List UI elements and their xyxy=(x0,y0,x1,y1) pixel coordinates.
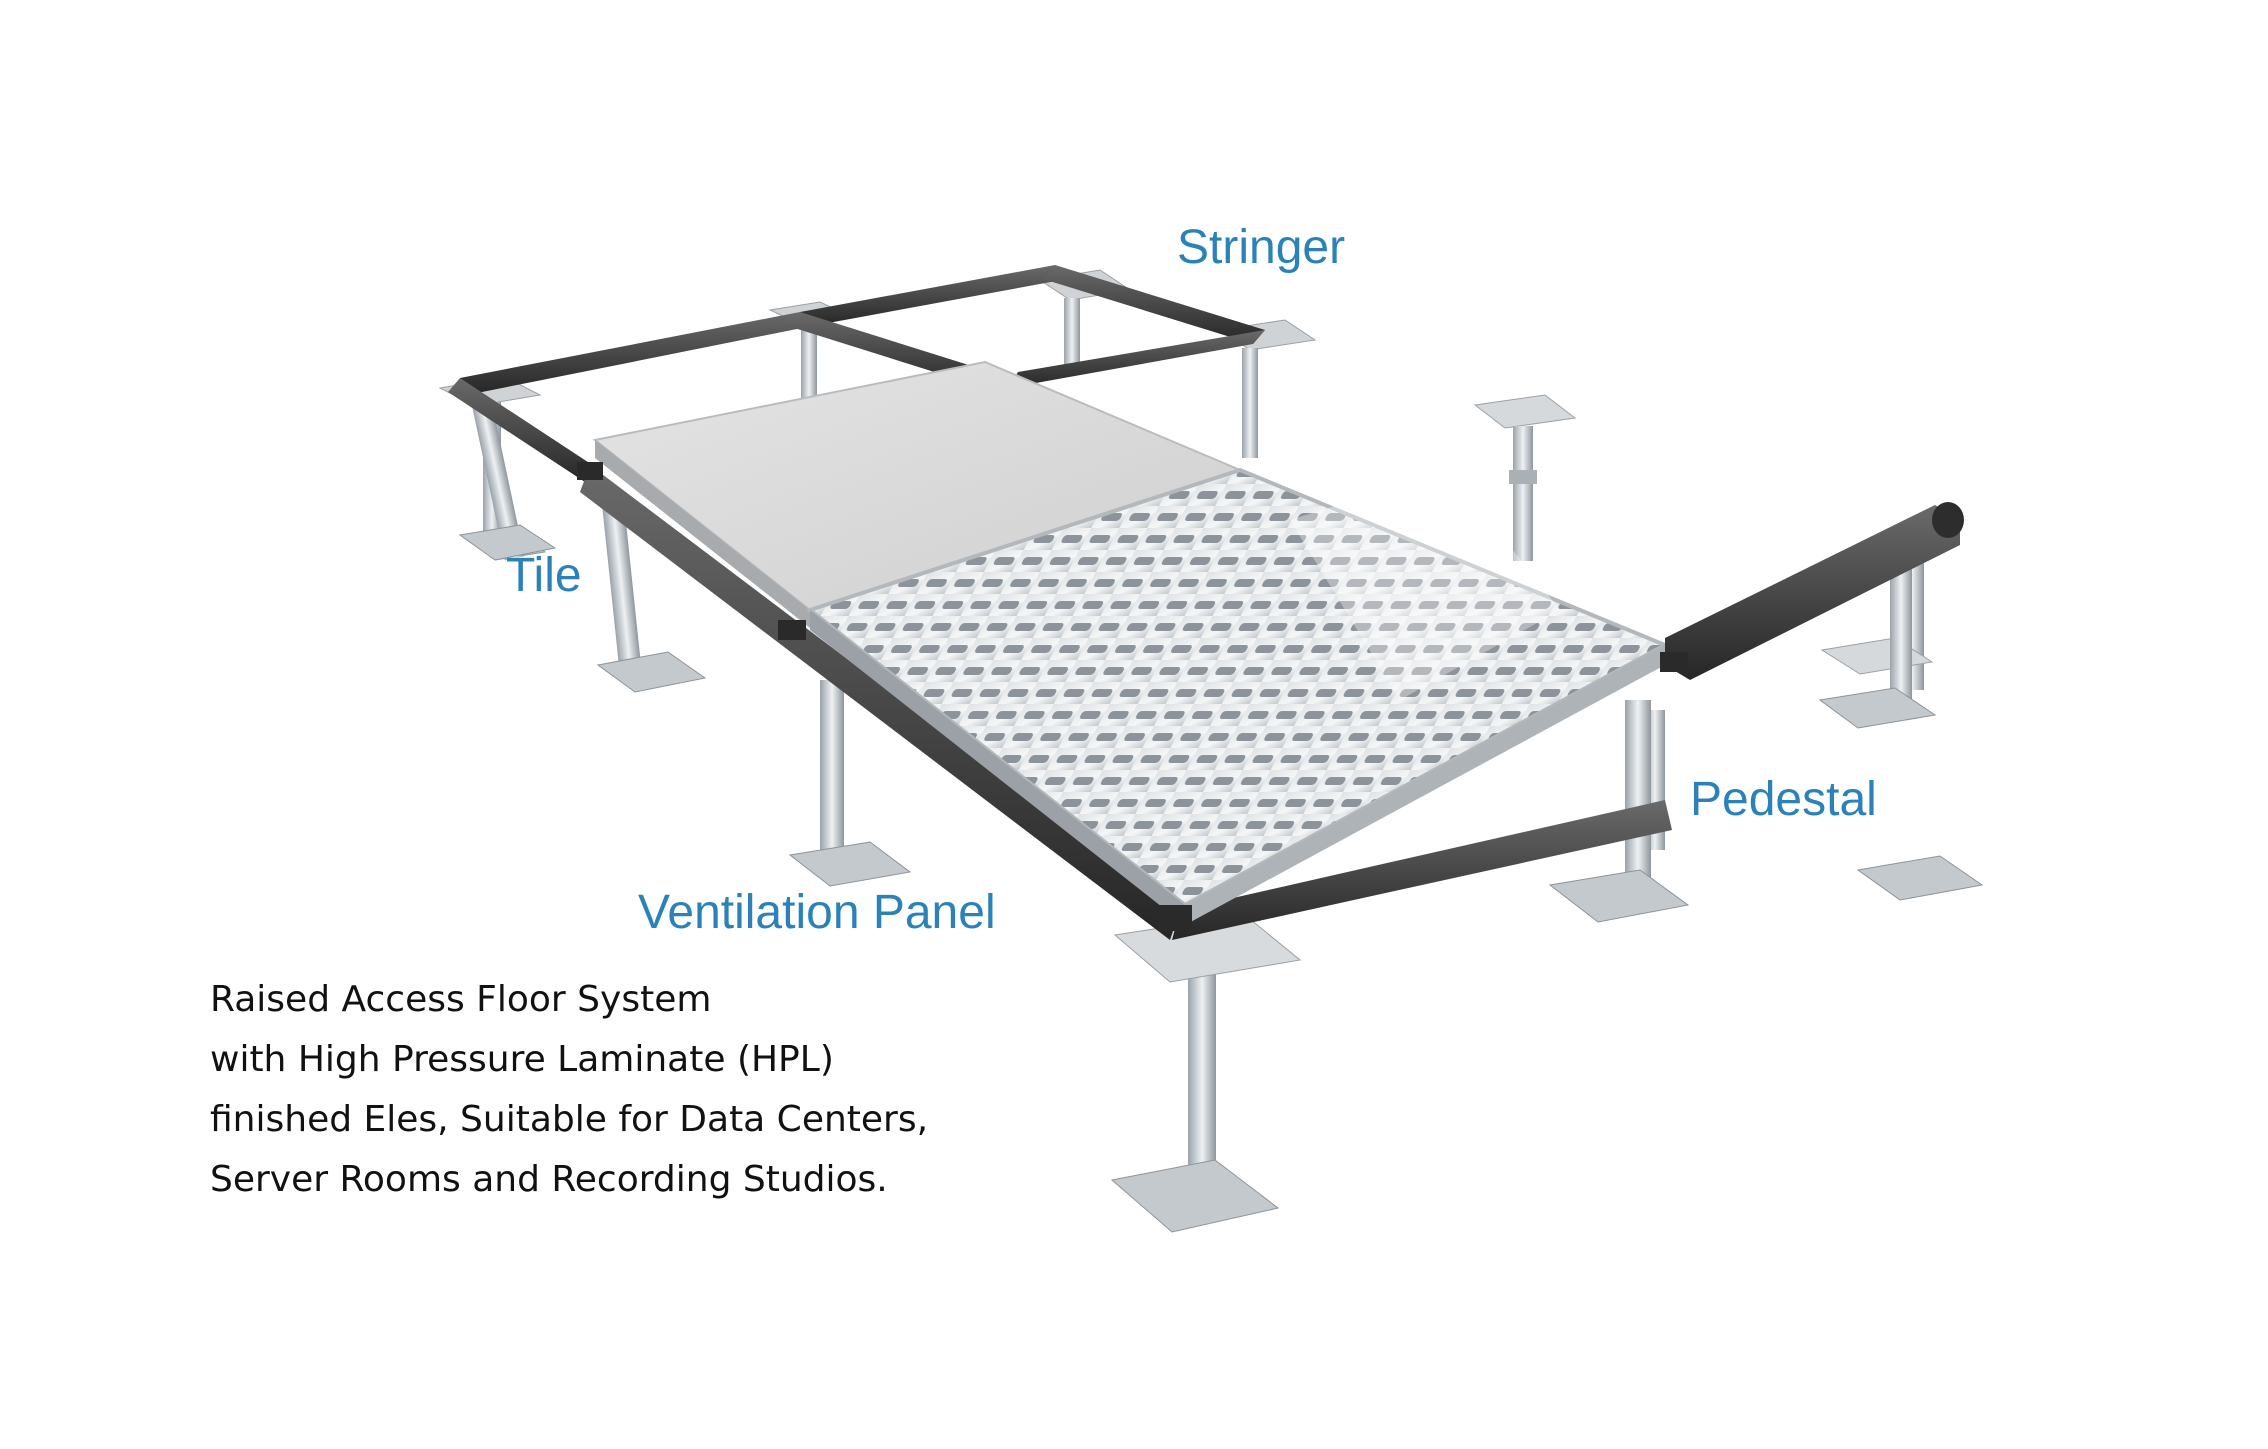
callout-pedestal: Pedestal xyxy=(1690,773,1877,826)
pedestal-group-left xyxy=(458,399,912,887)
description-line-1: Raised Access Floor System xyxy=(210,979,712,1020)
description-text: Raised Access Floor System with High Pre… xyxy=(210,970,928,1210)
description-line-4: Server Rooms and Recording Studios. xyxy=(210,1159,888,1200)
ventilation-panel xyxy=(805,467,1670,925)
description-line-3: finished Eles, Suitable for Data Centers… xyxy=(210,1099,929,1140)
stringer-right xyxy=(1665,502,1964,680)
front-stringer xyxy=(580,465,1672,940)
callout-stringer: Stringer xyxy=(1177,221,1346,274)
pedestal-group-right xyxy=(1110,560,1984,1233)
stringer-caps xyxy=(577,462,1688,931)
callout-ventilation-panel: Ventilation Panel xyxy=(638,886,996,939)
description-line-2: with High Pressure Laminate (HPL) xyxy=(210,1039,834,1080)
callout-tile: Tile xyxy=(506,549,582,602)
